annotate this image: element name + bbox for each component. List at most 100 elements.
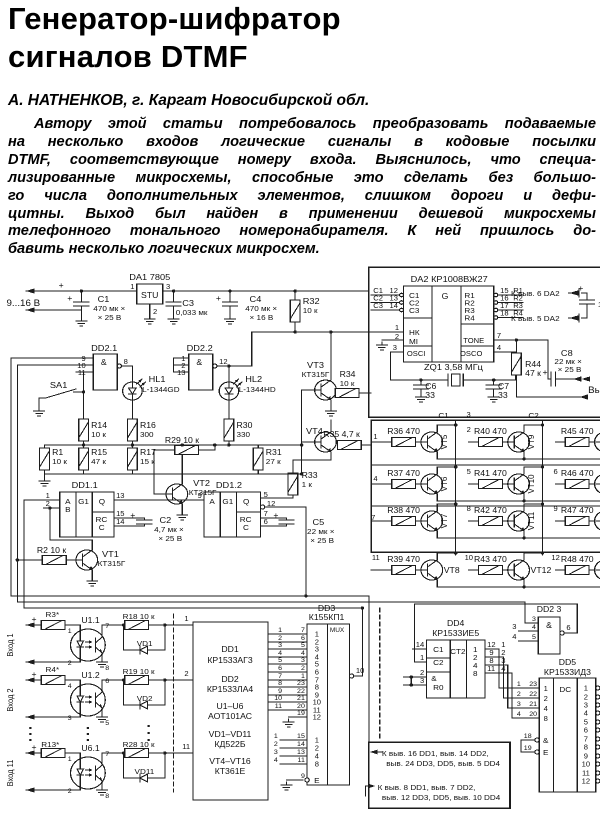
ellipsis-dots (29, 724, 150, 742)
schematic-label: 3 (467, 410, 471, 419)
schematic-label: 6 (264, 517, 268, 526)
schematic-label: 6 (566, 623, 570, 632)
schematic-label: R33 (302, 470, 318, 480)
schematic-label: 5 (278, 657, 282, 664)
schematic-label: VT7 (439, 513, 449, 528)
schematic-label: 10 (465, 553, 473, 562)
schematic-label: 1 (315, 630, 319, 639)
schematic-label: 1 (544, 684, 548, 693)
annotation-arrows (365, 749, 383, 797)
schematic-label: C2 (159, 515, 171, 525)
schematic-label: TONE (463, 336, 484, 345)
dd2-1-nand-gate (92, 353, 118, 391)
schematic-label: 1 (68, 756, 72, 763)
schematic-label: R39 470 (387, 554, 420, 564)
schematic-label: R2 10 к (37, 545, 67, 555)
schematic-label: 10 к (52, 457, 67, 466)
schematic-label: R17 (140, 447, 156, 457)
schematic-label: 4 (497, 343, 501, 352)
schematic-label: 14 (297, 741, 305, 748)
schematic-label: 22 (297, 688, 305, 695)
schematic-label: × 16 В (250, 313, 274, 322)
schematic-label: КР1533ЛА4 (207, 684, 254, 694)
schematic-label: Выход (588, 384, 600, 395)
schematic-label: R4* (46, 665, 60, 674)
schematic-label: 4 (512, 632, 516, 641)
schematic-label: R1 (52, 447, 63, 457)
schematic-label: 20 (529, 711, 537, 718)
section-frames (173, 266, 600, 809)
resistor-r14 (78, 418, 90, 442)
schematic-label: R41 470 (474, 468, 507, 478)
schematic-label: 4 (473, 661, 478, 670)
intro-line: Автору этой статьи потребовалось преобра… (34, 116, 596, 132)
opto-input-1 (25, 619, 194, 668)
schematic-label: 5 (584, 718, 588, 727)
schematic-label: 11 (78, 368, 86, 377)
schematic-label: 3 (315, 645, 319, 654)
resistor-r44 (510, 352, 522, 376)
schematic-label: 17 (500, 301, 508, 310)
resistor-r2 (41, 554, 67, 566)
schematic-label: 9 (301, 773, 305, 780)
schematic-label: КР1533ИД3 (544, 667, 591, 677)
schematic-label: VD2 (137, 694, 153, 703)
schematic-label: 8 (124, 357, 128, 366)
schematic-label: 2 (278, 635, 282, 642)
schematic-label: 2 (68, 660, 72, 667)
schematic-label: 1 (130, 282, 134, 291)
schematic-label: АОТ101АС (208, 711, 252, 721)
schematic-label: 10 к (303, 306, 318, 315)
schematic-label: 7 (278, 673, 282, 680)
schematic-label: НК (409, 328, 420, 337)
schematic-label: 300 (140, 430, 154, 439)
schematic-label: R18 10 к (123, 612, 156, 621)
schematic-label: 2 (68, 788, 72, 795)
schematic-label: R35 4,7 к (323, 429, 360, 439)
schematic-label: 1 (46, 491, 50, 500)
schematic-label: R40 470 (474, 426, 507, 436)
schematic-label: КТ315Г (189, 488, 217, 497)
schematic-label: VD1–VD11 (209, 729, 252, 739)
schematic-label: 9 (81, 354, 85, 363)
schematic-label: 7 (105, 623, 109, 630)
schematic-label: HL1 (149, 374, 166, 384)
schematic-label: 5 (315, 660, 319, 669)
schematic-label: 10 к (340, 379, 355, 388)
transistor-vt2 (161, 479, 189, 509)
schematic-label: A (65, 497, 71, 506)
resistor-r29 (174, 444, 200, 456)
schematic-label: 4 (274, 757, 278, 764)
schematic-label: 7 (584, 735, 588, 744)
schematic-label: 4 (373, 474, 377, 483)
schematic-label: R48 470 (561, 554, 594, 564)
schematic-label: 20 (297, 703, 305, 710)
schematic-label: 4 (301, 650, 305, 657)
schematic-label: 4 (315, 752, 319, 761)
schematic-label: × 25 В (158, 534, 182, 543)
schematic-label: 33 (498, 390, 508, 400)
schematic-label: DC (559, 685, 571, 694)
schematic-label: Q (99, 497, 105, 506)
transistor-matrix (370, 419, 600, 589)
schematic-label: R1 (464, 291, 474, 300)
schematic-label: C3 (409, 306, 419, 315)
dd2-2-nand-gate (188, 353, 214, 391)
schematic-label: 3 (278, 642, 282, 649)
schematic-label: 14 (390, 301, 398, 310)
schematic-label: 1 (373, 432, 377, 441)
schematic-label: 6 (584, 726, 588, 735)
dd3-multiplexer (268, 623, 355, 791)
schematic-label: + (542, 367, 547, 377)
schematic-label: C8 (561, 348, 573, 358)
schematic-label: C (99, 523, 105, 532)
schematic-label: C3 (373, 301, 383, 310)
schematic-label: 3 (501, 656, 505, 665)
schematic-label: 7 (371, 513, 375, 522)
schematic-label: G1 (222, 497, 233, 506)
schematic-label: R3 (513, 301, 523, 310)
schematic-label: 1 к (302, 480, 313, 489)
schematic-label: 1 (517, 681, 521, 688)
schematic-label: 4 (544, 704, 548, 713)
